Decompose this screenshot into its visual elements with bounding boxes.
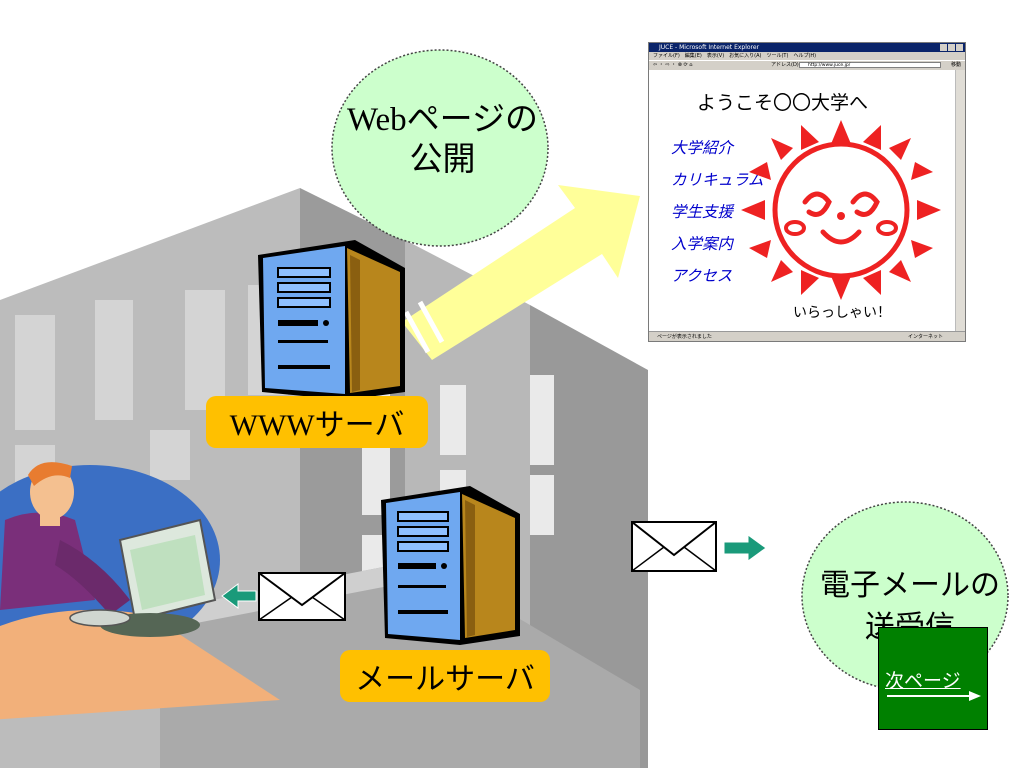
- web-bubble-line2: 公開: [409, 142, 476, 178]
- browser-menubar: ファイル(F) 編集(E) 表示(V) お気に入り(A) ツール(T) ヘルプ(…: [649, 52, 965, 60]
- envelope-icon: [631, 521, 717, 572]
- address-label: アドレス(D): [771, 62, 799, 68]
- www-server-label: WWWサーバ: [206, 396, 428, 448]
- mail-server-label: メールサーバ: [340, 650, 550, 702]
- go-button: 移動: [950, 62, 961, 68]
- sun-icon: [741, 120, 941, 300]
- maximize-icon: [948, 44, 955, 51]
- status-zone: インターネット: [907, 334, 943, 340]
- arrow-right-icon: [723, 534, 767, 562]
- mail-server-icon: [381, 486, 520, 645]
- address-field: http://www.juce.jp/: [799, 62, 941, 68]
- arrow-right-icon: [887, 691, 981, 701]
- greeting-text: いらっしゃい！: [793, 305, 891, 321]
- window-controls: [940, 44, 963, 51]
- link-curriculum: カリキュラム: [671, 171, 764, 189]
- web-bubble-line1: Webページの: [347, 102, 538, 138]
- link-about: 大学紹介: [671, 139, 734, 157]
- status-text: ページが表示されました: [657, 334, 712, 340]
- arrow-left-icon: [221, 583, 257, 609]
- close-icon: [956, 44, 963, 51]
- www-server-icon: [258, 240, 405, 400]
- browser-scrollbar: [955, 70, 965, 332]
- mail-bubble-line1: 電子メールの: [820, 569, 1000, 602]
- next-page-label: 次ページ: [885, 670, 961, 692]
- web-publish-bubble: [331, 49, 549, 247]
- envelope-icon: [258, 572, 346, 621]
- browser-content: ようこそ〇〇大学へ 大学紹介 カリキュラム 学生支援 入学案内 アクセス: [649, 70, 957, 332]
- browser-title: JUCE - Microsoft Internet Explorer: [659, 44, 760, 51]
- browser-toolbar: ⇦ ・ ⇨ ・ ⊗ ⟳ ⌂ アドレス(D) http://www.juce.jp…: [649, 60, 965, 70]
- minimize-icon: [940, 44, 947, 51]
- browser-titlebar: JUCE - Microsoft Internet Explorer: [649, 43, 965, 52]
- web-bubble-text: Webページの 公開: [345, 100, 540, 180]
- person-icon: [0, 462, 280, 720]
- welcome-heading: ようこそ〇〇大学へ: [697, 92, 869, 114]
- browser-statusbar: ページが表示されました インターネット: [649, 331, 965, 341]
- nav-buttons: ⇦ ・ ⇨ ・ ⊗ ⟳ ⌂: [653, 62, 693, 68]
- next-page-button[interactable]: 次ページ: [878, 627, 988, 730]
- browser-window: JUCE - Microsoft Internet Explorer ファイル(…: [648, 42, 966, 342]
- link-access: アクセス: [671, 267, 733, 285]
- publish-arrow-icon: [402, 185, 640, 360]
- link-admission: 入学案内: [671, 235, 734, 253]
- link-student-support: 学生支援: [671, 203, 734, 221]
